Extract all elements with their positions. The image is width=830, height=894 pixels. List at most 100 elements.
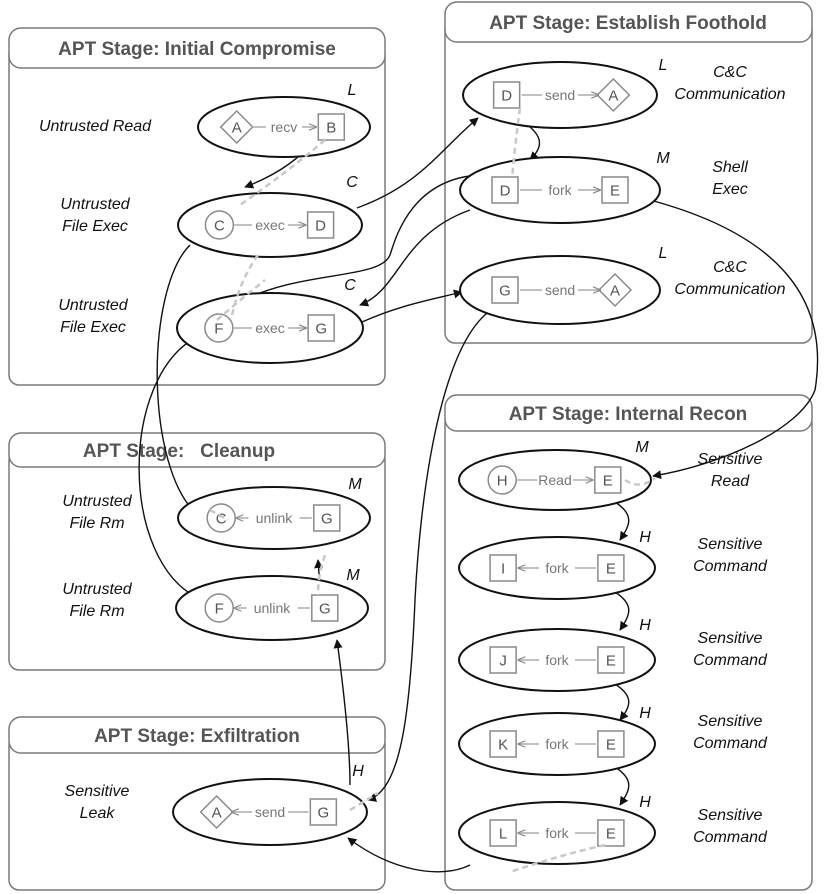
- flow-cmd1-to-cmd2: [614, 591, 630, 631]
- diamond-node-dst: A: [597, 272, 633, 308]
- edge-label: send: [545, 87, 575, 103]
- stage-title-cleanup: APT Stage: Cleanup: [83, 441, 275, 462]
- file-square: [306, 211, 335, 239]
- event-description-line: Read: [711, 473, 750, 490]
- threat-level-label: C: [344, 277, 356, 294]
- dash-e-h: [624, 477, 656, 486]
- square-node-src: K: [489, 730, 517, 758]
- file-square: [489, 554, 517, 582]
- flow-shell-to-exec1: [239, 174, 479, 303]
- event-description-line: Command: [693, 735, 768, 752]
- process-circle: [204, 593, 234, 623]
- node-letter: E: [606, 653, 616, 670]
- square-node-dst: E: [597, 730, 625, 758]
- edge-label: unlink: [254, 600, 292, 616]
- node-letter: A: [212, 805, 222, 822]
- file-square: [491, 276, 519, 304]
- event-ellipse: [458, 801, 656, 865]
- diamond-node-src: A: [219, 109, 254, 145]
- node-letter: B: [326, 120, 336, 137]
- node-letter: E: [606, 561, 616, 578]
- event-description-line: C&C: [713, 259, 747, 276]
- square-node-dst: E: [597, 554, 625, 582]
- dash-g-a: [349, 791, 379, 812]
- edge-label: fork: [545, 736, 569, 752]
- square-node-dst: G: [309, 798, 338, 826]
- square-node-dst: G: [313, 504, 341, 532]
- event-description-line: Untrusted: [58, 297, 128, 314]
- edge-label: fork: [548, 182, 572, 198]
- circle-node-src: C: [206, 503, 236, 533]
- file-square: [597, 819, 625, 847]
- square-node-dst: G: [307, 314, 335, 342]
- circle-node-src: H: [487, 465, 517, 495]
- flow-cmd4-to-leak: [347, 837, 471, 873]
- event-description-line: C&C: [713, 64, 747, 81]
- file-square: [489, 730, 517, 758]
- edge-label: unlink: [256, 510, 294, 526]
- square-node-dst: E: [601, 176, 629, 204]
- causal-flow-arrows: [138, 117, 819, 873]
- diamond-node-dst: A: [596, 77, 631, 113]
- file-square: [313, 504, 341, 532]
- event-description-line: Sensitive: [698, 630, 763, 647]
- socket-diamond: [597, 272, 633, 308]
- event-description-line: Sensitive: [65, 783, 130, 800]
- node-letter: C: [214, 218, 225, 235]
- event-description-line: Sensitive: [698, 536, 763, 553]
- stage-title-recon: APT Stage: Internal Recon: [509, 404, 748, 425]
- square-node-src: D: [492, 81, 521, 109]
- file-square: [597, 554, 625, 582]
- node-letter: G: [318, 805, 330, 822]
- stage-title-foothold: APT Stage: Establish Foothold: [489, 13, 767, 34]
- threat-level-label: H: [639, 705, 651, 722]
- socket-diamond: [596, 77, 631, 113]
- stage-title-initial: APT Stage: Initial Compromise: [58, 39, 336, 60]
- threat-level-label: L: [659, 57, 668, 74]
- event-description-line: File Rm: [69, 515, 124, 532]
- node-letter: G: [319, 601, 331, 618]
- event-ellipse: [175, 575, 369, 641]
- event-description-line: File Exec: [60, 319, 126, 336]
- node-letter: G: [315, 321, 327, 338]
- file-square: [491, 176, 519, 204]
- square-node-dst: E: [594, 466, 622, 494]
- node-letter: D: [500, 183, 511, 200]
- file-square: [594, 466, 622, 494]
- event-description-line: Communication: [674, 281, 785, 298]
- event-ellipse: [458, 536, 656, 600]
- diamond-node-src: A: [199, 794, 234, 830]
- file-square: [489, 646, 517, 674]
- event-ellipse: [177, 192, 363, 258]
- node-letter: E: [606, 826, 616, 843]
- edge-label: fork: [545, 560, 569, 576]
- event-description-line: Untrusted: [62, 493, 132, 510]
- threat-level-label: H: [639, 794, 651, 811]
- threat-level-label: C: [346, 174, 358, 191]
- dash-f-g: [216, 279, 266, 321]
- event-description-line: Untrusted: [62, 581, 132, 598]
- file-square: [309, 798, 338, 826]
- dash-g-c: [209, 508, 229, 522]
- file-square: [492, 81, 521, 109]
- square-node-dst: E: [597, 819, 625, 847]
- edge-label: send: [545, 282, 575, 298]
- flow-cc2-to-leak: [367, 304, 501, 802]
- socket-diamond: [199, 794, 234, 830]
